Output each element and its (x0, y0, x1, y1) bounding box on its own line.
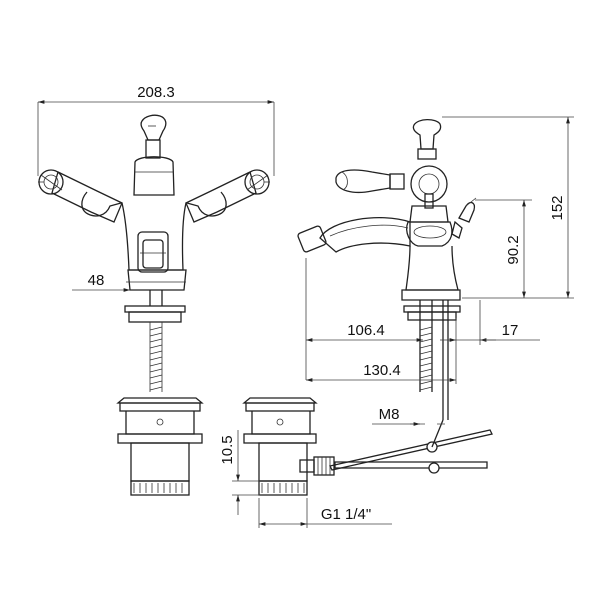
dimension-labels: 208.3 48 152 90.2 106.4 17 130.4 M8 10.5… (88, 84, 566, 523)
dim-waste-thread: G1 1/4" (321, 506, 371, 523)
side-view (242, 118, 493, 496)
dimension-lines (37, 100, 574, 528)
dim-spout-reach: 106.4 (347, 322, 385, 339)
dim-overall-depth: 130.4 (363, 362, 401, 379)
dim-overall-height: 152 (549, 195, 566, 220)
dim-rod-thread: M8 (379, 406, 400, 423)
dim-spout-height: 90.2 (505, 235, 522, 264)
dim-offset: 17 (502, 322, 519, 339)
front-view (38, 114, 270, 496)
dim-hole-diameter: 48 (88, 272, 105, 289)
dim-waste-height: 10.5 (219, 435, 236, 464)
dim-overall-width: 208.3 (137, 84, 175, 101)
